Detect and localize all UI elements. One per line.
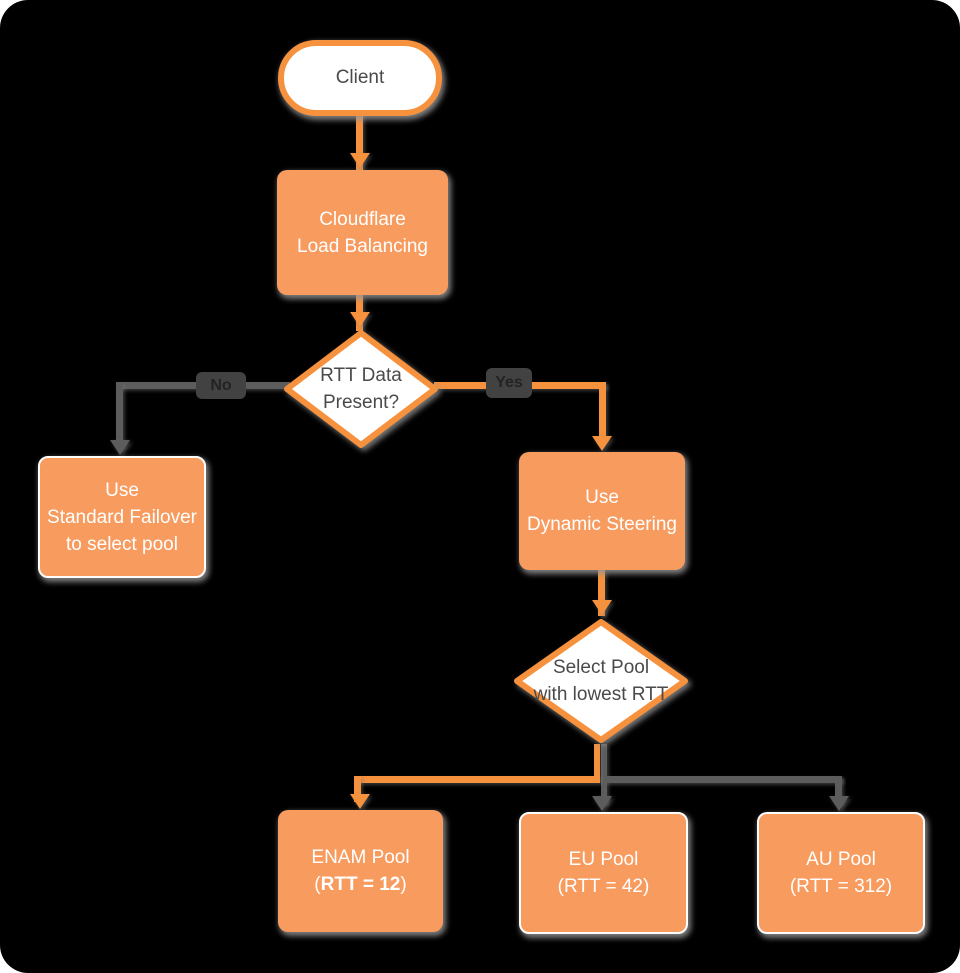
node-load-balancing-line1: Cloudflare: [319, 208, 406, 230]
node-standard-failover-line3: to select pool: [66, 533, 178, 555]
node-load-balancing-line2: Load Balancing: [297, 235, 428, 257]
arrowhead-into-standard-failover: [110, 440, 130, 455]
rtt-decision-diamond-shape: [284, 330, 438, 448]
node-rtt-decision-line2: Present?: [322, 392, 400, 413]
node-eu-pool-line2: (RTT = 42): [557, 876, 650, 897]
edge-label-yes: Yes: [486, 368, 532, 398]
arrowhead-into-eu-pool: [592, 796, 612, 811]
node-dynamic-steering-line2: Dynamic Steering: [527, 514, 677, 535]
node-dynamic-steering: Use Dynamic Steering: [519, 452, 685, 570]
node-standard-failover: Use Standard Failover to select pool: [38, 456, 206, 578]
enam-rtt-open-paren: (: [314, 874, 321, 895]
node-eu-pool: EU Pool (RTT = 42): [519, 812, 688, 934]
arrowhead-into-loadbalancing: [350, 153, 370, 168]
node-standard-failover-line2: Standard Failover: [47, 506, 197, 528]
connector-selectpool-down-orange: [594, 744, 600, 780]
node-rtt-decision: RTT Data Present?: [283, 329, 439, 449]
enam-rtt-close-paren: ): [400, 874, 407, 895]
node-enam-pool-title: ENAM Pool: [311, 847, 410, 868]
connector-to-au-horizontal: [604, 776, 842, 783]
edge-label-yes-text: Yes: [495, 374, 523, 391]
select-pool-diamond-shape: [514, 619, 688, 743]
arrowhead-into-dynamic-steering: [592, 436, 612, 451]
node-standard-failover-line1: Use: [105, 479, 139, 501]
connector-yes-vertical: [599, 382, 606, 440]
node-au-pool-line1: AU Pool: [806, 849, 876, 870]
node-client: Client: [278, 40, 442, 116]
connector-to-au-vertical: [835, 776, 842, 804]
arrowhead-into-au-pool: [829, 796, 849, 811]
connector-selectpool-down-gray: [601, 744, 607, 804]
node-dynamic-steering-line1: Use: [585, 487, 619, 508]
node-load-balancing: Cloudflare Load Balancing: [277, 170, 448, 295]
connector-client-to-loadbalancing: [356, 112, 363, 170]
arrowhead-into-select-pool: [592, 600, 612, 615]
enam-rtt-value: RTT = 12: [320, 874, 401, 895]
node-select-pool-line1: Select Pool: [552, 657, 650, 678]
edge-label-no-text: No: [210, 376, 232, 394]
node-enam-pool: ENAM Pool (RTT = 12): [278, 810, 443, 932]
arrowhead-into-rtt-decision: [350, 312, 370, 327]
connector-dynamic-to-select-pool: [598, 570, 605, 616]
connector-no-vertical: [116, 382, 123, 448]
connector-to-enam-horizontal: [354, 776, 600, 783]
node-au-pool: AU Pool (RTT = 312): [757, 812, 925, 934]
connector-to-enam-vertical: [354, 776, 361, 802]
node-client-label: Client: [335, 67, 385, 88]
edge-label-no: No: [196, 372, 246, 399]
node-enam-pool-rtt: (RTT = 12): [314, 871, 406, 898]
node-eu-pool-line1: EU Pool: [568, 849, 639, 870]
arrowhead-into-enam-pool: [350, 794, 370, 809]
node-au-pool-line2: (RTT = 312): [789, 876, 893, 897]
node-rtt-decision-line1: RTT Data: [320, 365, 402, 386]
node-select-pool-line2: with lowest RTT: [533, 684, 669, 705]
node-select-pool: Select Pool with lowest RTT: [513, 618, 689, 744]
